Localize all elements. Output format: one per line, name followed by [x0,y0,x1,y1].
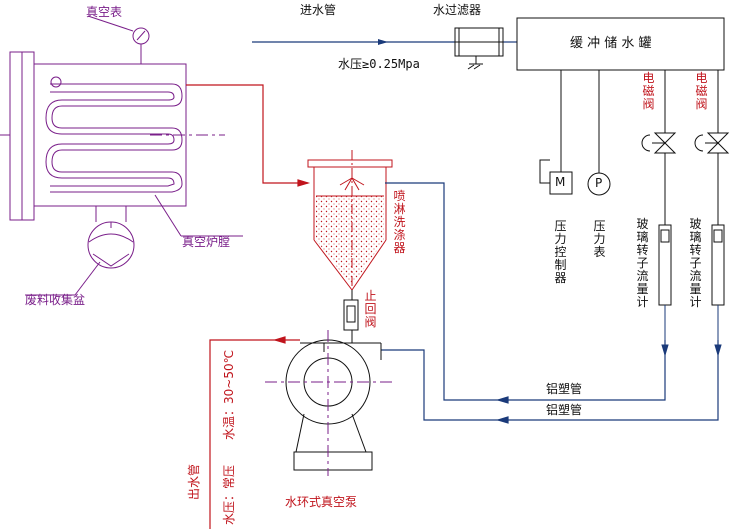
buffer-tank [516,17,725,71]
al-pipe-2 [381,340,719,424]
waste-tray-label: 废料收集盆 [25,293,86,307]
check-valve-label: 止回阀 [364,289,377,329]
water-filter [454,27,504,70]
vacuum-gauge [87,15,150,64]
check-valve [343,290,359,343]
vacuum-gauge-label: 真空表 [86,5,123,19]
outlet-pressure-label: 水压：常压 [222,464,236,525]
rotameter-2-label: 玻璃转子流量计 [689,217,702,309]
solenoid-valve-1-label: 电磁阀 [642,71,655,111]
pressure-gauge [587,70,611,196]
al-pipe-1-label: 铝塑管 [546,382,583,396]
pressure-controller [539,70,573,195]
branch-2 [694,70,730,357]
waste-tray [25,206,135,296]
outlet-pipe [209,336,300,529]
buffer-tank-label: 缓 冲 储 水 罐 [570,36,652,51]
water-inlet-label: 进水管 [300,3,337,17]
gas-line-to-scrubber [186,84,311,187]
water-inlet-line [252,39,517,45]
branch-1 [641,70,677,357]
rotameter-1-label: 玻璃转子流量计 [636,217,649,309]
al-pipe-1 [385,182,666,404]
controller-symbol: M [555,175,566,189]
water-pressure-label: 水压≥0.25Mpa [338,57,420,71]
al-pipe-2-label: 铝塑管 [546,403,583,417]
water-ring-pump-label: 水环式真空泵 [285,495,358,509]
gauge-symbol: P [595,176,603,190]
spray-scrubber-label: 喷淋洗涤器 [393,189,406,255]
pressure-gauge-label: 压力表 [593,219,606,259]
pressure-controller-label: 压力控制器 [554,219,567,285]
vacuum-chamber [0,51,225,221]
vacuum-chamber-label: 真空炉膛 [182,235,231,249]
water-filter-label: 水过滤器 [433,3,482,17]
vacuum-chamber-leader [154,194,182,237]
water-ring-pump [265,330,395,476]
outlet-temp-label: 水温：30~50℃ [222,349,236,440]
scrubber-packing [316,196,384,286]
solenoid-valve-2-label: 电磁阀 [695,71,708,111]
outlet-pipe-label: 出水管 [187,463,201,500]
